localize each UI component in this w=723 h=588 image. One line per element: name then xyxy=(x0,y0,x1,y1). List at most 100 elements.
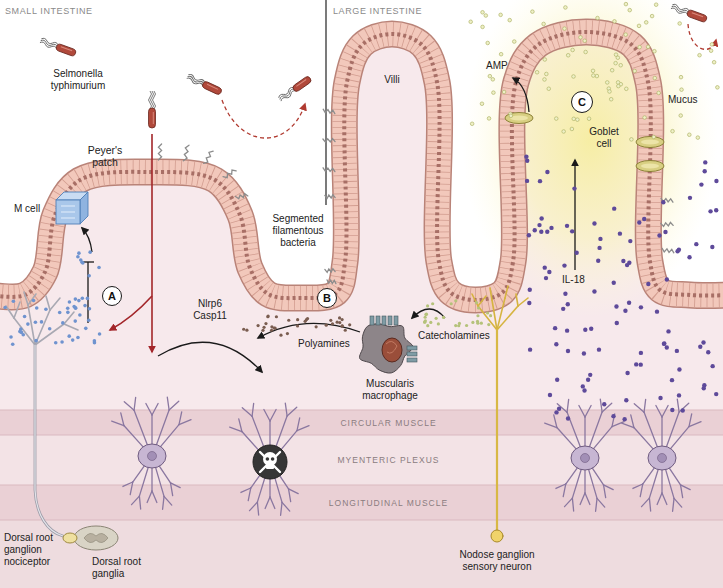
polyamines xyxy=(261,329,264,332)
polyamines xyxy=(262,326,265,329)
nodose-neuron xyxy=(497,306,518,330)
enteric-neuron xyxy=(631,415,634,428)
muscle-layer xyxy=(0,485,723,520)
goblet-cell xyxy=(505,113,664,172)
salmonella-bacterium xyxy=(186,77,204,87)
epithelium xyxy=(0,32,723,300)
enteric-neuron xyxy=(633,484,643,488)
pathway-arrow xyxy=(688,24,716,49)
antimicrobial-peptides xyxy=(657,91,661,95)
cell-death-icon xyxy=(253,445,287,479)
il18-molecules xyxy=(525,179,529,183)
nociceptor-signal xyxy=(87,274,91,278)
enteric-neuron xyxy=(604,485,606,498)
il18-molecules xyxy=(670,408,674,412)
enteric-neuron xyxy=(584,469,585,493)
il18-molecules xyxy=(548,393,552,397)
enteric-neuron xyxy=(596,498,597,511)
nodose-neuron xyxy=(516,294,518,306)
enteric-neuron xyxy=(662,406,668,417)
enteric-neuron xyxy=(666,412,679,448)
il18-molecules xyxy=(570,229,574,233)
antimicrobial-peptides xyxy=(587,117,591,121)
enteric-neuron xyxy=(657,493,662,504)
nociceptor-signal xyxy=(98,332,102,336)
enteric-neuron xyxy=(604,485,614,490)
il18-molecules xyxy=(572,186,576,190)
antimicrobial-peptides xyxy=(614,61,618,65)
salmonella-bacterium xyxy=(149,91,152,109)
muscle-layer xyxy=(0,410,723,435)
macrophage xyxy=(407,352,417,356)
salmonella-bacterium xyxy=(186,73,222,95)
catecholamines xyxy=(423,320,426,323)
enteric-neuron xyxy=(171,483,181,488)
goblet-cell xyxy=(636,161,664,172)
il18-molecules xyxy=(611,414,615,418)
il18-molecules xyxy=(598,237,602,241)
antimicrobial-peptides xyxy=(679,114,683,118)
pathway-arrow xyxy=(158,342,262,372)
salmonella-bacterium xyxy=(151,91,154,109)
enteric-neuron xyxy=(148,452,157,461)
il18-molecules xyxy=(663,230,667,234)
il18-molecules xyxy=(565,224,569,228)
enteric-neuron xyxy=(554,415,557,428)
il18-molecules xyxy=(597,246,601,250)
il18-molecules xyxy=(528,347,532,351)
salmonella-bacterium xyxy=(296,79,306,86)
il18-molecules xyxy=(539,216,543,220)
enteric-neuron xyxy=(179,412,182,425)
enteric-neuron xyxy=(581,454,590,463)
nociceptor-signal xyxy=(93,341,97,345)
nociceptor-signal xyxy=(3,296,101,346)
il18-molecules xyxy=(670,378,674,382)
nociceptor-signal xyxy=(9,335,13,339)
organism-label: Segmented filamentous bacteria xyxy=(267,213,329,249)
antimicrobial-peptides xyxy=(633,69,637,73)
nociceptor-signal xyxy=(83,304,87,308)
il18-molecules xyxy=(538,179,542,183)
il18-molecules xyxy=(628,239,632,243)
antimicrobial-peptides xyxy=(654,3,658,7)
antimicrobial-peptides xyxy=(680,88,684,92)
polyamines xyxy=(267,314,270,317)
antimicrobial-peptides xyxy=(617,84,621,88)
cell-death-icon xyxy=(260,452,280,472)
il18-molecules xyxy=(624,398,628,402)
enteric-neuron xyxy=(124,402,134,411)
il18-molecules xyxy=(544,276,548,280)
pathway-arrow xyxy=(513,78,529,112)
enteric-neuron xyxy=(545,399,624,511)
polyamines xyxy=(287,319,290,322)
catecholamines xyxy=(435,317,438,320)
il18-molecules xyxy=(702,383,706,387)
nociceptor-signal xyxy=(20,331,24,335)
structure-label: Peyer's patch xyxy=(80,144,130,168)
il18-molecules xyxy=(582,351,586,355)
salmonella-bacterium xyxy=(61,47,72,51)
antimicrobial-peptides xyxy=(543,58,547,62)
il18-molecules xyxy=(687,255,691,259)
enteric-neuron xyxy=(649,468,658,498)
nociceptor-signal xyxy=(40,320,44,324)
il18-molecules xyxy=(710,245,714,249)
nodose-neuron xyxy=(490,288,492,300)
salmonella-bacterium xyxy=(55,43,76,56)
nodose-neuron xyxy=(505,286,508,298)
enteric-neuron xyxy=(565,498,573,507)
il18-molecules xyxy=(543,265,547,269)
polyamines xyxy=(306,317,309,320)
enteric-neuron xyxy=(139,496,140,509)
catecholamines xyxy=(450,302,453,305)
enteric-neuron xyxy=(264,410,270,421)
layer-edge xyxy=(0,485,723,486)
il18-molecules xyxy=(524,155,528,159)
cell-death-icon xyxy=(271,457,275,461)
il18-molecules xyxy=(553,326,557,330)
il18-molecules xyxy=(662,341,666,345)
enteric-neuron xyxy=(600,399,602,412)
antimicrobial-peptides xyxy=(610,68,614,72)
nociceptor-signal xyxy=(66,311,70,315)
